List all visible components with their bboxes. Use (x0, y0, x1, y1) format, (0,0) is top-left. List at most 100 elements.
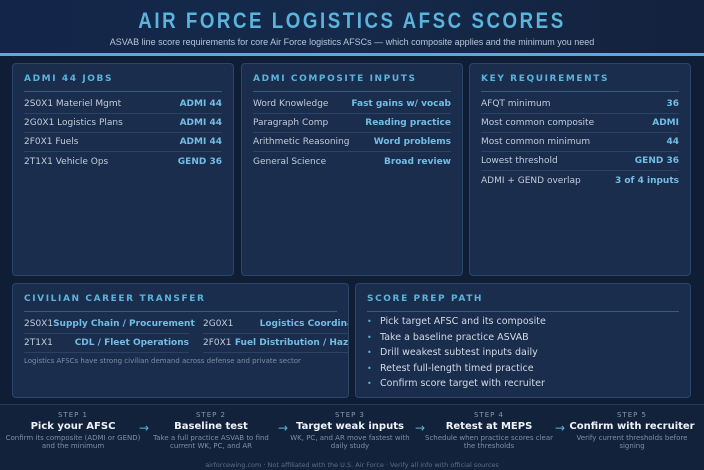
civilian-career: Fuel Distribution / Hazmat (234, 338, 349, 348)
composite-inputs-panel: ADMI COMPOSITE INPUTS Word Knowledge Fast… (241, 63, 463, 276)
row-label: 2F0X1 Fuels (24, 137, 79, 147)
row-value: ADMI (652, 118, 679, 128)
key-requirements-panel: KEY REQUIREMENTS AFQT minimum 36 Most com… (469, 63, 691, 276)
civilian-career: CDL / Fleet Operations (74, 338, 189, 348)
step-desc: Verify current thresholds before signing (576, 434, 688, 450)
row-label: 2T1X1 Vehicle Ops (24, 156, 109, 167)
afsc-code: 2S0X1 (24, 319, 54, 329)
row-value: Reading practice (365, 118, 451, 128)
page-title: AIR FORCE LOGISTICS AFSC SCORES (138, 8, 566, 33)
table-row: Lowest threshold GEND 36 (481, 152, 679, 171)
step-title: Pick your AFSC (30, 421, 116, 432)
panel-title: ADMI COMPOSITE INPUTS (253, 72, 451, 92)
step-label: STEP 4 (473, 411, 505, 419)
step-title: Retest at MEPS (445, 421, 533, 432)
table-row: Most common composite ADMI (481, 114, 679, 133)
table-row: Arithmetic Reasoning Word problems (253, 133, 451, 152)
list-item: • Take a baseline practice ASVAB (367, 330, 546, 346)
page-subtitle: ASVAB line score requirements for core A… (109, 37, 595, 47)
panel-title: ADMI 44 JOBS (24, 72, 222, 92)
step-desc: Take a full practice ASVAB to find curre… (153, 434, 269, 450)
row-value: 3 of 4 inputs (614, 175, 679, 186)
list-item-text: Retest full-length timed practice (380, 362, 534, 374)
arrow-right-icon: → (555, 421, 566, 435)
row-value: Broad review (383, 156, 451, 167)
table-row: 2G0X1 Logistics Plans ADMI 44 (24, 114, 222, 133)
step-label: STEP 1 (57, 411, 89, 419)
afsc-code: 2G0X1 (203, 319, 234, 329)
step-label: STEP 3 (334, 411, 366, 419)
row-value: Fast gains w/ vocab (351, 99, 451, 109)
civilian-note: Logistics AFSCs have strong civilian dem… (24, 357, 301, 365)
score-prep-panel: SCORE PREP PATH • Pick target AFSC and it… (355, 283, 691, 398)
list-item-text: Drill weakest subtest inputs daily (380, 347, 538, 359)
list-item-text: Pick target AFSC and its composite (380, 316, 546, 328)
accent-divider (0, 53, 704, 56)
row-label: Most common composite (481, 118, 595, 128)
row-label: AFQT minimum (481, 99, 551, 109)
bullet-icon: • (367, 317, 372, 327)
row-value: ADMI 44 (179, 137, 222, 147)
arrow-right-icon: → (415, 421, 426, 435)
step-4: STEP 4 Retest at MEPS Schedule when practi… (424, 411, 554, 450)
table-row: ADMI + GEND overlap 3 of 4 inputs (481, 171, 679, 190)
row-value: ADMI 44 (179, 118, 222, 128)
row-value: Word problems (373, 137, 451, 147)
list-item-text: Take a baseline practice ASVAB (380, 331, 529, 343)
table-row: 2T1X1 Vehicle Ops GEND 36 (24, 152, 222, 171)
list-item-text: Confirm score target with recruiter (380, 378, 545, 390)
arrow-right-icon: → (139, 421, 150, 435)
list-item: • Pick target AFSC and its composite (367, 314, 546, 330)
panel-title: SCORE PREP PATH (367, 292, 679, 312)
step-title: Confirm with recruiter (569, 421, 695, 432)
panel-title: CIVILIAN CAREER TRANSFER (24, 292, 337, 312)
footer-disclaimer: airforcewing.com · Not affiliated with t… (205, 461, 499, 469)
panel-title: KEY REQUIREMENTS (481, 72, 679, 92)
row-value: GEND 36 (177, 156, 222, 167)
row-value: GEND 36 (634, 156, 679, 166)
bullet-icon: • (367, 379, 372, 389)
row-label: Paragraph Comp (253, 118, 329, 128)
header: AIR FORCE LOGISTICS AFSC SCORES ASVAB li… (0, 0, 704, 53)
step-title: Target weak inputs (296, 421, 404, 432)
row-label: General Science (253, 156, 327, 167)
table-row: General Science Broad review (253, 152, 451, 171)
afsc-code: 2T1X1 (24, 338, 53, 348)
step-1: STEP 1 Pick your AFSC Confirm its composit… (4, 411, 142, 450)
step-desc: Schedule when practice scores clear the … (425, 434, 553, 450)
row-label: Word Knowledge (253, 99, 329, 109)
step-title: Baseline test (174, 421, 248, 432)
civilian-career: Supply Chain / Procurement (53, 319, 195, 329)
row-value: 36 (666, 99, 679, 109)
step-label: STEP 2 (195, 411, 227, 419)
row-value: ADMI 44 (179, 99, 222, 109)
steps-footer: STEP 1 Pick your AFSC Confirm its composit… (0, 404, 704, 470)
row-label: Lowest threshold (481, 156, 558, 166)
bullet-icon: • (367, 348, 372, 358)
list-item: • Retest full-length timed practice (367, 361, 546, 377)
table-row: AFQT minimum 36 (481, 95, 679, 114)
row-label: 2S0X1 Materiel Mgmt (24, 99, 122, 109)
list-item: • Confirm score target with recruiter (367, 376, 546, 392)
row-label: ADMI + GEND overlap (481, 175, 581, 186)
table-row: 2S0X1 Materiel Mgmt ADMI 44 (24, 95, 222, 114)
row-label: 2G0X1 Logistics Plans (24, 118, 123, 128)
bullet-icon: • (367, 332, 372, 342)
afsc-code: 2F0X1 (203, 338, 232, 348)
arrow-right-icon: → (278, 421, 289, 435)
row-label: Arithmetic Reasoning (253, 137, 350, 147)
table-row: Paragraph Comp Reading practice (253, 114, 451, 133)
bullet-icon: • (367, 363, 372, 373)
step-desc: Confirm its composite (ADMI or GEND) and… (5, 434, 141, 450)
table-row: Word Knowledge Fast gains w/ vocab (253, 95, 451, 114)
step-label: STEP 5 (616, 411, 648, 419)
civilian-career: Logistics Coordinator (259, 319, 348, 329)
